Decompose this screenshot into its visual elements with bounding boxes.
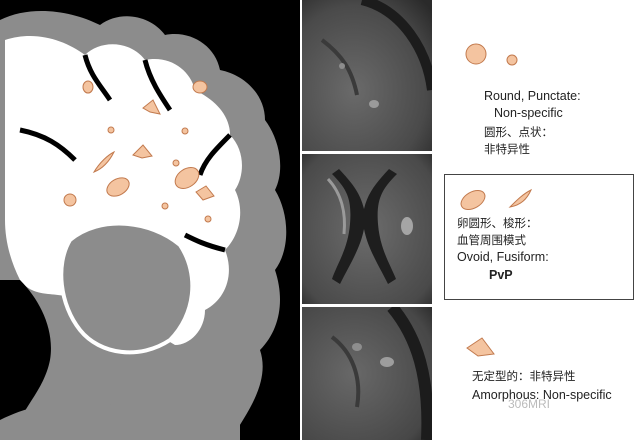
legend-amorphous-cn: 无定型的：非特异性 [472, 369, 576, 383]
mri-image-middle-svg [302, 154, 432, 304]
mri-image-top [302, 0, 432, 151]
lesion-round [204, 215, 212, 223]
legend-ovoid-box: 卵圆形、梭形： 血管周围模式 Ovoid, Fusiform: PvP [444, 174, 634, 300]
legend-amorphous-en: Amorphous: Non-specific [472, 388, 612, 402]
sulcus [19, 127, 77, 162]
legend-round-cn-1: 圆形、点状： [484, 125, 553, 139]
brain-diagram-svg [0, 11, 287, 440]
deep-gray-nuclei [59, 221, 195, 355]
legend-ovoid-en-title: Ovoid, Fusiform: [457, 250, 549, 264]
legend-round-en-sub: Non-specific [494, 106, 563, 120]
legend-ovoid-cn-2: 血管周围模式 [457, 233, 526, 247]
lesion-round [63, 193, 77, 207]
lesion-round [161, 202, 169, 210]
mri-image-bottom [302, 307, 432, 440]
lesion-ovoid [174, 167, 200, 189]
mri-image-bottom-svg [302, 307, 432, 440]
lower-gyrus [0, 399, 240, 440]
legend-ovoid-en-sub: PvP [489, 268, 513, 282]
watermark: 306MRI [508, 397, 551, 411]
ventricle [0, 280, 51, 420]
legend-round-en-title: Round, Punctate: [484, 89, 581, 103]
sulcus [82, 54, 113, 102]
lesion-amorphous [195, 185, 215, 201]
lesion-round [82, 80, 94, 94]
legend-round-cn-2: 非特异性 [484, 142, 530, 156]
lesion-round [181, 127, 189, 135]
circle-icon [465, 43, 518, 66]
lesion-round [192, 80, 208, 94]
brain-diagram [0, 0, 300, 440]
mri-image-top-svg [302, 0, 432, 151]
sulcus [183, 232, 226, 253]
lesion-ovoid [106, 177, 130, 197]
blob-icon [466, 337, 495, 357]
sulcus [197, 133, 232, 176]
lesion-round [172, 159, 180, 167]
sulcus [142, 59, 173, 112]
lesion-fusiform [92, 150, 116, 174]
lesion-round [107, 126, 115, 134]
lesion-amorphous [142, 99, 161, 115]
mri-image-middle [302, 154, 432, 304]
lesion-amorphous [132, 144, 153, 159]
ellipse-icon [460, 188, 533, 210]
legend-ovoid-cn-1: 卵圆形、梭形： [457, 216, 538, 230]
